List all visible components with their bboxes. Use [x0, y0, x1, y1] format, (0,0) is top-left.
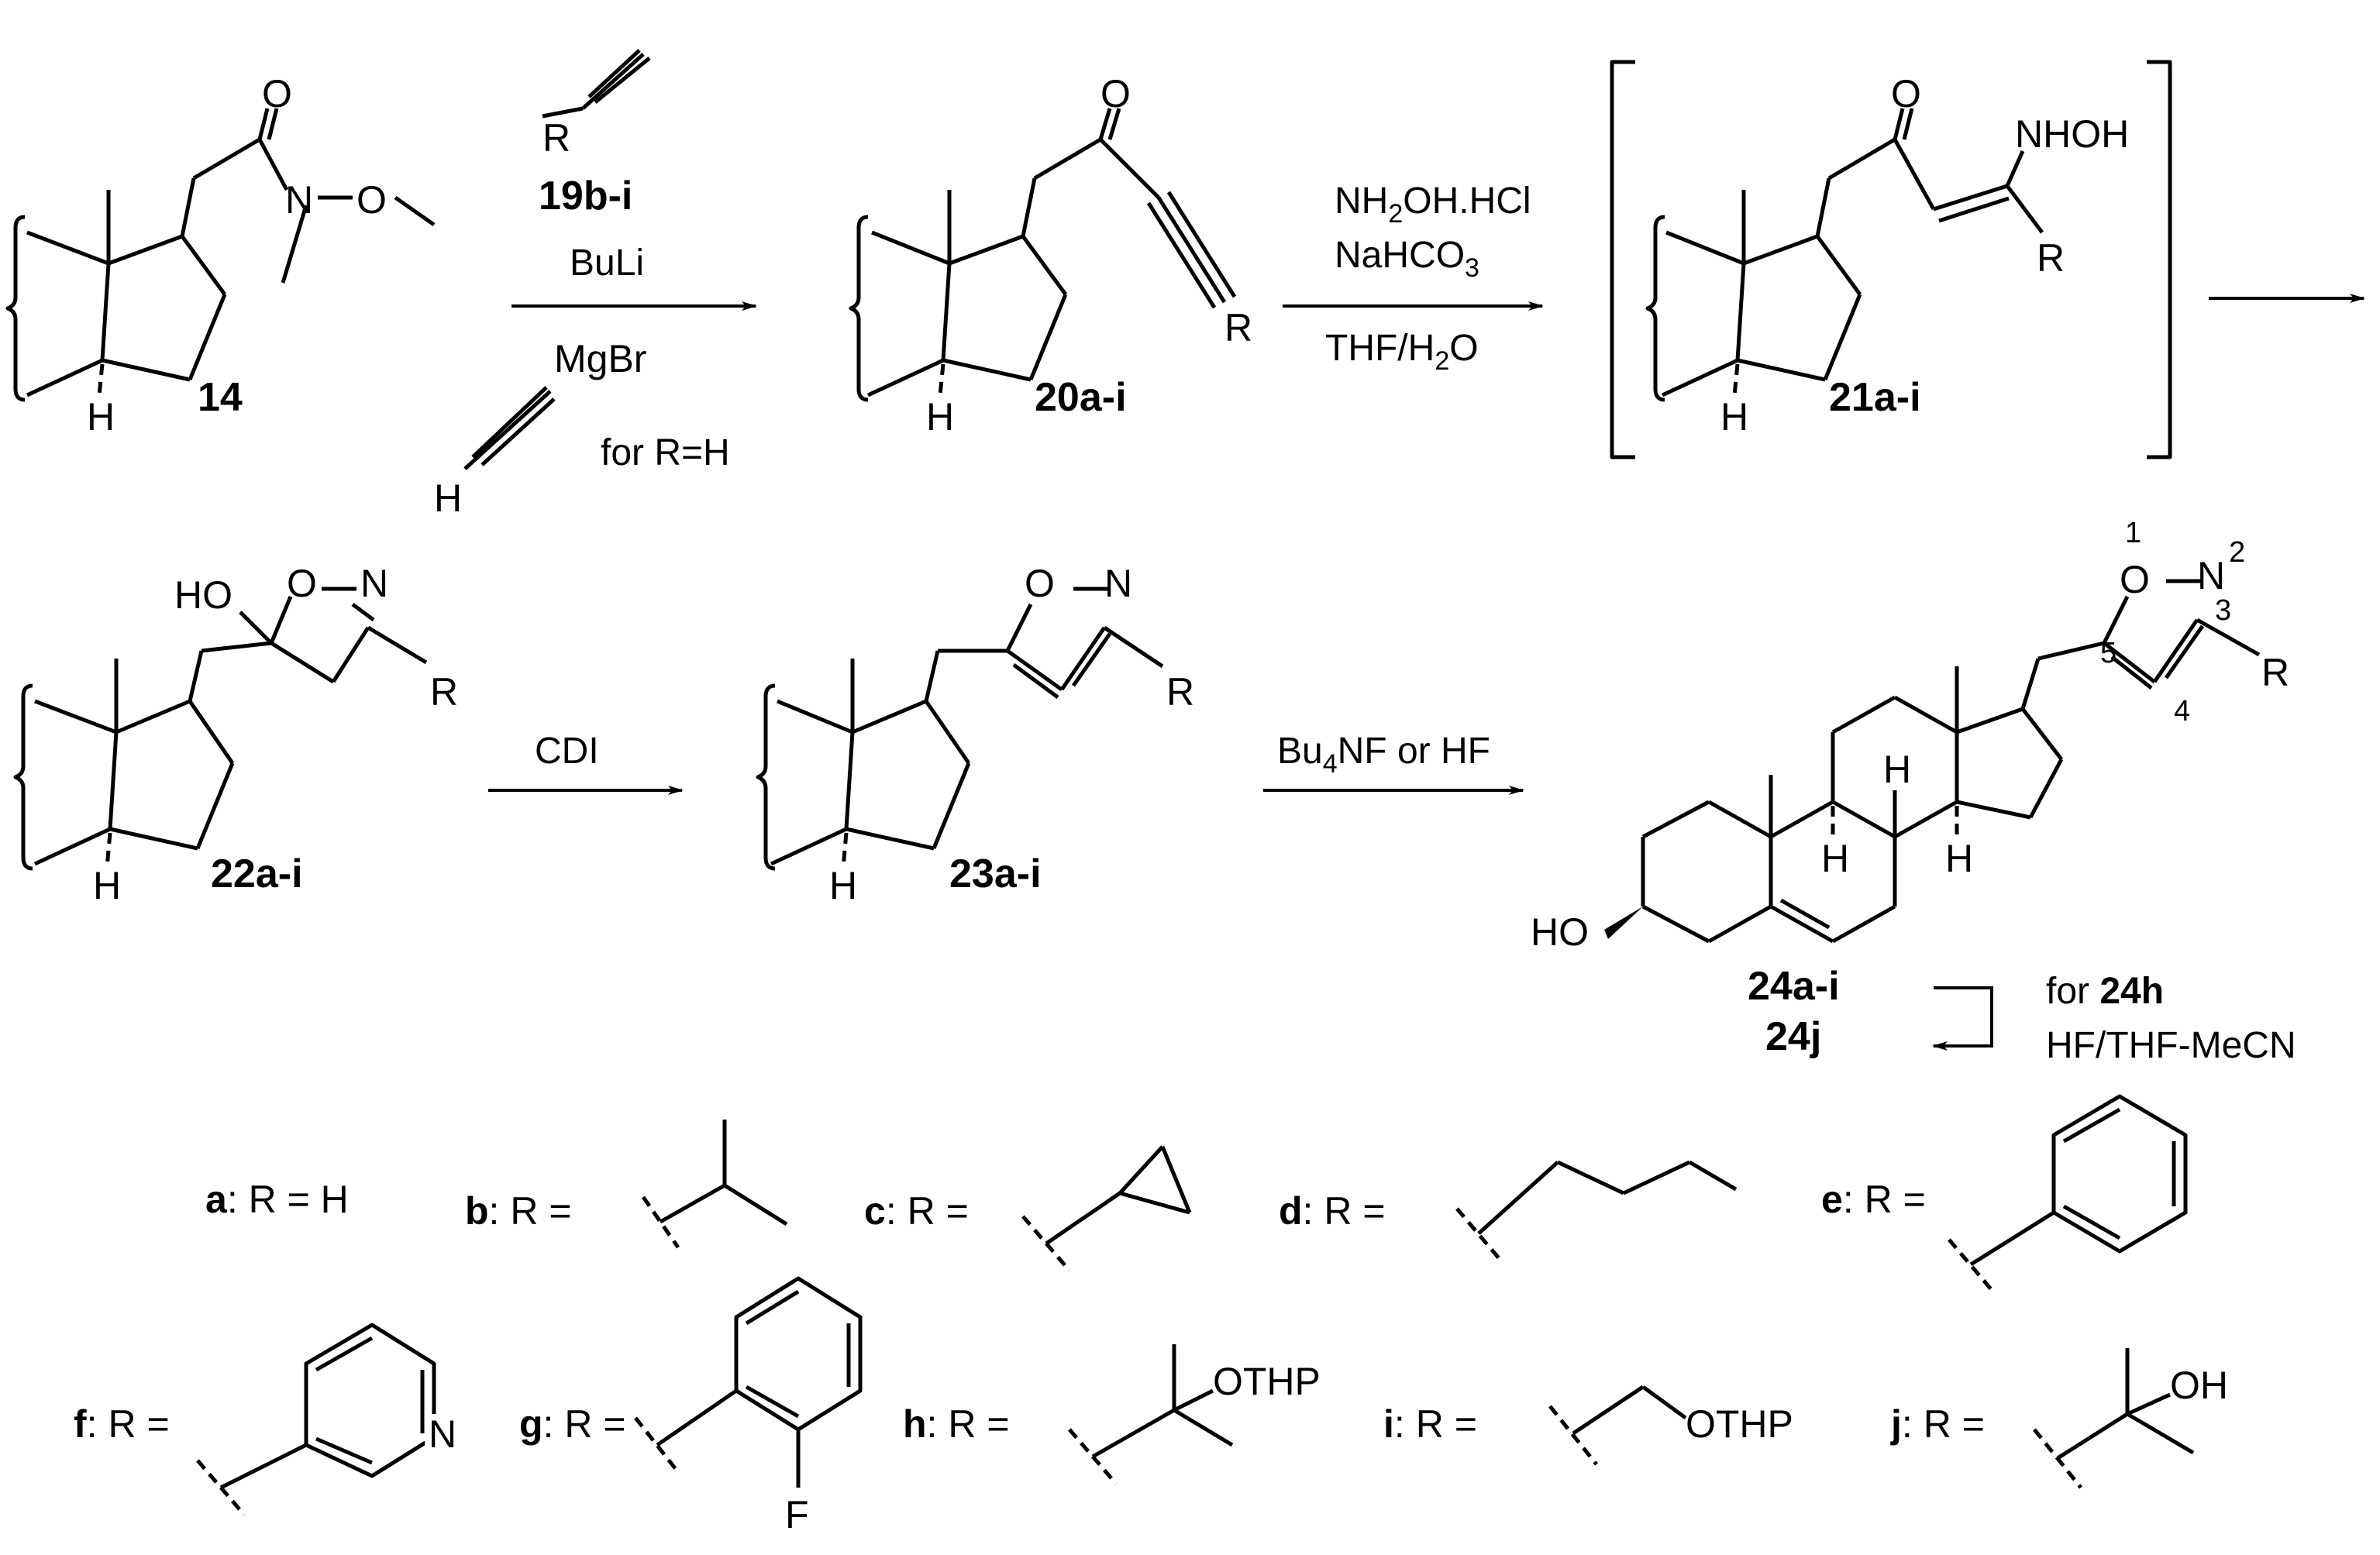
atom-R: R [542, 116, 570, 160]
label-24j: 24j [1765, 1014, 1821, 1059]
substituent-b: b: R = [465, 1120, 788, 1249]
compound-22: HO O N R H 22a-i [13, 562, 458, 907]
reagent-buli: BuLi [570, 243, 644, 284]
atom-H: H [1720, 395, 1748, 439]
atom-HO: HO [1531, 910, 1589, 954]
reagent-step5-line2: HF/THF-MeCN [2046, 1025, 2296, 1066]
label-14: 14 [198, 375, 243, 420]
ring-number-5: 5 [2100, 637, 2117, 669]
reagent-nahco3: NaHCO3 [1335, 235, 1479, 283]
atom-R: R [2261, 651, 2289, 694]
atom-NHOH: NHOH [2015, 112, 2129, 156]
atom-N: N [1104, 562, 1132, 605]
substituent-c: c: R = [864, 1145, 1192, 1272]
svg-text:c: R =: c: R = [864, 1189, 969, 1233]
label-20: 20a-i [1035, 375, 1127, 420]
atom-O: O [2120, 558, 2150, 601]
atom-H: H [1821, 837, 1849, 880]
atom-H: H [434, 476, 462, 520]
brace-14 [5, 215, 26, 402]
atom-O: O [1025, 562, 1055, 605]
atom-R: R [1166, 670, 1194, 714]
svg-text:e: R =: e: R = [1821, 1178, 1926, 1221]
atom-H: H [926, 395, 954, 439]
reagent-nh2oh: NH2OH.HCl [1335, 181, 1531, 229]
label-22: 22a-i [211, 851, 303, 896]
alkyne-19: R 19b-i [539, 49, 651, 218]
reagent-bu4nf: Bu4NF or HF [1277, 731, 1490, 779]
compound-14: O N O H 14 [5, 72, 436, 439]
compound-23: O N R H 23a-i [756, 562, 1194, 907]
compound-20: O R H 20a-i [849, 72, 1252, 439]
substituent-h: h: R = OTHP [903, 1344, 1321, 1485]
label-21: 21a-i [1829, 375, 1921, 420]
arrow-6 [1932, 986, 1993, 1051]
atom-MgBr: MgBr [554, 337, 646, 380]
substituent-j: j: R = OH [1890, 1348, 2228, 1489]
atom-R: R [1224, 306, 1252, 349]
atom-H: H [829, 864, 857, 907]
label-23: 23a-i [949, 851, 1042, 896]
reagent-step5-line1: for 24h [2046, 971, 2164, 1012]
atom-OTHP: OTHP [1213, 1360, 1321, 1403]
bracket-left [1610, 60, 1635, 459]
svg-text:h: R =: h: R = [903, 1402, 1010, 1446]
reagent-thf-h2o: THF/H2O [1325, 328, 1479, 376]
svg-text:b: R =: b: R = [465, 1189, 572, 1233]
substituent-d: d: R = [1279, 1160, 1738, 1261]
atom-H: H [1883, 748, 1911, 791]
atom-N: N [2197, 554, 2225, 597]
svg-text:f: R =: f: R = [74, 1402, 170, 1446]
substituent-f: f: R = N [74, 1323, 456, 1516]
atom-OH: OH [2170, 1364, 2228, 1407]
atom-R: R [2037, 236, 2065, 280]
ring-number-3: 3 [2215, 594, 2231, 627]
svg-text:g: R =: g: R = [519, 1402, 626, 1446]
atom-H: H [1945, 837, 1973, 880]
atom-O: O [287, 562, 317, 605]
atom-F: F [785, 1493, 809, 1536]
atom-R: R [430, 670, 458, 714]
substituent-g: g: R = F [519, 1276, 863, 1536]
svg-text:i: R =: i: R = [1383, 1402, 1477, 1446]
atom-OTHP: OTHP [1686, 1402, 1793, 1446]
reagent-note: for R=H [601, 432, 730, 473]
compound-21: O NHOH R H 21a-i [1610, 60, 2172, 459]
ring-number-2: 2 [2229, 536, 2245, 569]
label-24: 24a-i [1748, 964, 1840, 1009]
atom-H: H [87, 395, 115, 439]
svg-text:j: R =: j: R = [1890, 1402, 1985, 1446]
substituent-e: e: R = [1821, 1094, 2188, 1292]
atom-N: N [429, 1412, 456, 1456]
atom-HO: HO [174, 573, 232, 617]
compound-24: HO H H H O N R 1 2 3 4 5 24a-i 24j [1531, 517, 2289, 1059]
atom-O: O [1100, 72, 1131, 115]
atom-N: N [360, 562, 388, 605]
atom-H: H [93, 864, 121, 907]
substituent-i: i: R = OTHP [1383, 1385, 1793, 1466]
ring-number-4: 4 [2174, 695, 2190, 728]
substituent-a: a: R = H [205, 1178, 349, 1221]
atom-O: O [356, 178, 387, 222]
ethynylmgbr: H MgBr for R=H [434, 337, 730, 520]
bracket-right [2147, 60, 2172, 459]
label-19: 19b-i [539, 174, 632, 218]
atom-O: O [1891, 72, 1921, 115]
ring-number-1: 1 [2125, 517, 2141, 549]
atom-O: O [262, 72, 292, 115]
reagent-cdi: CDI [535, 731, 599, 772]
atom-N: N [285, 178, 313, 222]
svg-text:d: R =: d: R = [1279, 1189, 1386, 1233]
